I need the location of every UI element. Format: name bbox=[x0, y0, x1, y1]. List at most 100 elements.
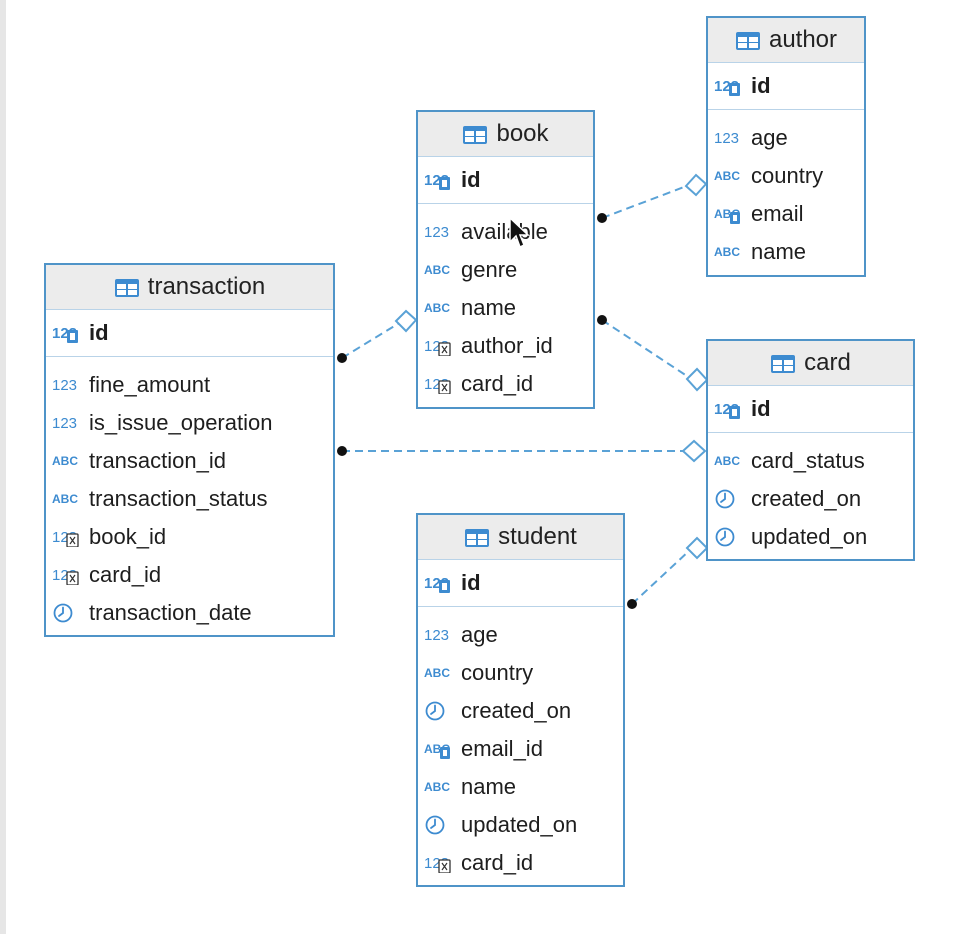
connector-end-dot bbox=[337, 353, 347, 363]
column-name: transaction_id bbox=[89, 448, 226, 473]
entity-card-pk-row[interactable]: 123 id bbox=[708, 386, 913, 433]
column-name: card_id bbox=[89, 562, 162, 587]
column-name: age bbox=[751, 125, 788, 150]
numeric-key-icon: 123 bbox=[714, 399, 748, 419]
entity-book-pk-row[interactable]: 123 id bbox=[418, 157, 593, 204]
numeric-type-icon: 123 bbox=[714, 128, 748, 148]
text-type-icon: ABC bbox=[424, 663, 458, 683]
column-name: is_issue_operation bbox=[89, 410, 273, 435]
entity-author-pk-name: id bbox=[751, 73, 771, 98]
svg-text:123: 123 bbox=[52, 415, 77, 432]
svg-text:ABC: ABC bbox=[424, 780, 450, 794]
column-name: transaction_status bbox=[89, 486, 268, 511]
clock-icon bbox=[52, 603, 86, 623]
entity-student-header[interactable]: student bbox=[418, 515, 623, 560]
column-name: updated_on bbox=[461, 812, 578, 837]
entity-transaction-column-row[interactable]: 123 is_issue_operation bbox=[46, 404, 333, 442]
connector-end-dot bbox=[597, 213, 607, 223]
entity-author-column-row[interactable]: 123 age bbox=[708, 119, 864, 157]
column-name: author_id bbox=[461, 333, 553, 358]
column-name: book_id bbox=[89, 524, 167, 549]
column-name: fine_amount bbox=[89, 372, 211, 397]
svg-text:123: 123 bbox=[52, 377, 77, 394]
numeric-key-icon: 123 bbox=[714, 76, 748, 96]
numeric-type-icon: 123 bbox=[424, 222, 458, 242]
entity-card-header[interactable]: card bbox=[708, 341, 913, 386]
column-name: created_on bbox=[751, 486, 862, 511]
numeric-foreign-key-icon: 123 bbox=[424, 336, 458, 357]
connector-student-card bbox=[631, 549, 691, 605]
entity-transaction-pk-name: id bbox=[89, 320, 109, 345]
numeric-type-icon: 123 bbox=[52, 375, 86, 395]
column-name: transaction_date bbox=[89, 600, 252, 625]
numeric-type-icon: 123 bbox=[424, 625, 458, 645]
svg-text:123: 123 bbox=[714, 130, 739, 147]
entity-transaction-header[interactable]: transaction bbox=[46, 265, 333, 310]
canvas-left-edge bbox=[0, 0, 6, 934]
column-name: name bbox=[461, 295, 517, 320]
text-type-icon: ABC bbox=[714, 166, 748, 186]
entity-transaction-pk-row[interactable]: 123 id bbox=[46, 310, 333, 357]
connector-end-diamond bbox=[685, 536, 709, 560]
entity-book-header[interactable]: book bbox=[418, 112, 593, 157]
text-type-icon: ABC bbox=[424, 777, 458, 797]
connector-end-diamond bbox=[685, 367, 709, 392]
connector-end-dot bbox=[597, 315, 607, 325]
text-type-icon: ABC bbox=[52, 451, 86, 471]
clock-icon bbox=[424, 701, 458, 721]
svg-text:ABC: ABC bbox=[424, 263, 450, 277]
svg-text:ABC: ABC bbox=[424, 666, 450, 680]
connector-book-card bbox=[601, 319, 691, 379]
text-type-icon: ABC bbox=[424, 298, 458, 318]
entity-transaction-column-row[interactable]: transaction_date bbox=[46, 594, 333, 632]
numeric-key-icon: 123 bbox=[52, 323, 86, 343]
entity-student-column-row[interactable]: created_on bbox=[418, 692, 623, 730]
svg-text:ABC: ABC bbox=[714, 245, 740, 259]
entity-student-column-row[interactable]: ABC country bbox=[418, 654, 623, 692]
entity-transaction[interactable]: transaction 123 id 123 fine_amount 123 is_i… bbox=[44, 263, 335, 637]
entity-book-column-row[interactable]: ABC genre bbox=[418, 251, 593, 289]
entity-card-column-row[interactable]: created_on bbox=[708, 480, 913, 518]
entity-transaction-column-row[interactable]: 123 fine_amount bbox=[46, 366, 333, 404]
svg-text:123: 123 bbox=[424, 224, 449, 241]
entity-author-pk-row[interactable]: 123 id bbox=[708, 63, 864, 110]
entity-student-pk-row[interactable]: 123 id bbox=[418, 560, 623, 607]
column-name: email bbox=[751, 201, 804, 226]
connector-transaction-book bbox=[341, 321, 402, 359]
entity-student-column-row[interactable]: updated_on bbox=[418, 806, 623, 844]
entity-author-header[interactable]: author bbox=[708, 18, 864, 63]
text-type-icon: ABC bbox=[714, 451, 748, 471]
column-name: country bbox=[461, 660, 534, 685]
entity-transaction-title: transaction bbox=[147, 273, 266, 300]
entity-card-pk-name: id bbox=[751, 396, 771, 421]
column-name: email_id bbox=[461, 736, 543, 761]
column-name: genre bbox=[461, 257, 518, 282]
connector-end-diamond bbox=[681, 439, 707, 463]
text-type-icon: ABC bbox=[424, 260, 458, 280]
entity-card-column-row[interactable]: updated_on bbox=[708, 518, 913, 556]
